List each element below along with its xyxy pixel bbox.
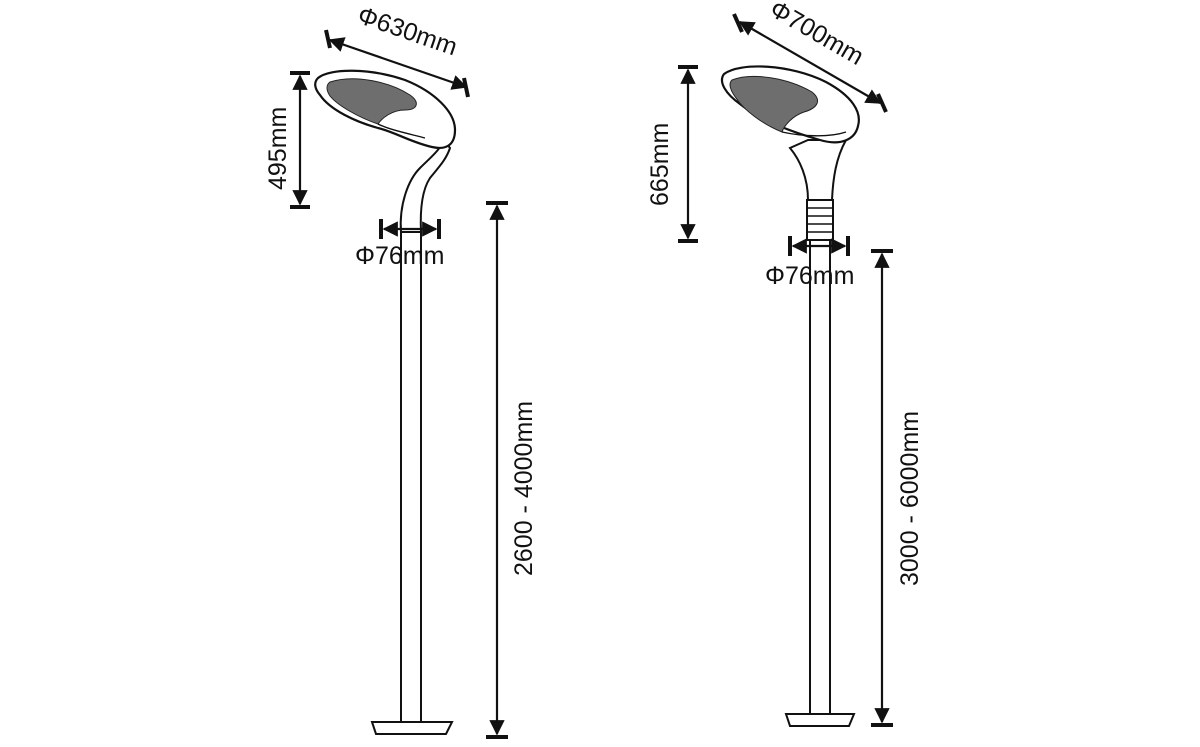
lamp-2 (720, 65, 860, 727)
lamp-2-head-height-label: 665mm (646, 123, 674, 206)
lamp-1-head (314, 69, 457, 149)
lamp-2-pole-diameter-dimension: Φ76mm (765, 236, 854, 290)
lamp-1-pole-diameter-dimension: Φ76mm (355, 219, 444, 270)
lamp-1-pole-height-dimension: 2600 - 4000mm (486, 201, 538, 739)
lamp-2-head-diameter-label: Φ700mm (765, 0, 868, 71)
lamp-2-pole-height-label: 3000 - 6000mm (896, 411, 924, 586)
lamp-2-pole-diameter-label: Φ76mm (765, 262, 854, 290)
lamp-1-pole (400, 231, 422, 729)
lamp-1-pole-diameter-label: Φ76mm (355, 242, 444, 270)
lamp-1-neck (399, 137, 452, 233)
lamp-2-head-height-dimension: 665mm (646, 65, 698, 243)
lamp-2-pole-sleeve (806, 199, 834, 241)
lamp-1 (314, 69, 457, 735)
lamp-1-base-plate (370, 721, 454, 735)
lamp-2-pole (809, 235, 831, 721)
lamp-1-pole-height-label: 2600 - 4000mm (510, 401, 538, 576)
lamp-1-head-height-label: 495mm (264, 107, 292, 190)
lamp-2-pole-height-dimension: 3000 - 6000mm (871, 249, 924, 727)
lamp-1-head-height-dimension: 495mm (264, 71, 310, 209)
lamp-2-neck (788, 139, 848, 201)
lamp-1-head-diameter-label: Φ630mm (354, 1, 461, 61)
lamp-2-base-plate (784, 713, 856, 727)
